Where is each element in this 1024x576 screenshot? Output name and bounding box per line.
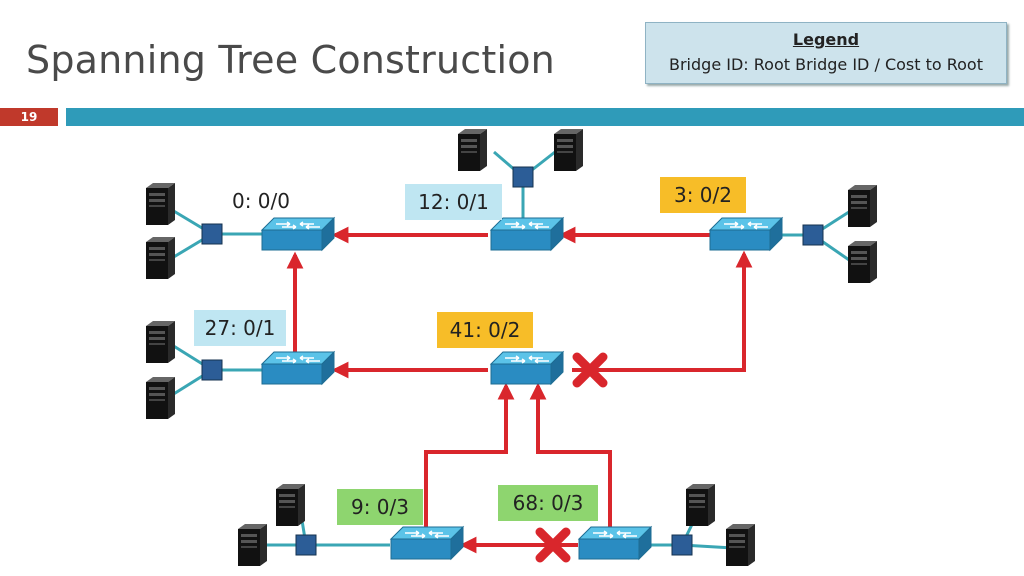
server-icon [146,237,175,279]
bridge-label-27: 27: 0/1 [194,310,286,346]
header-rule [66,108,1024,126]
link-68-to-41 [529,382,612,528]
legend-body: Bridge ID: Root Bridge ID / Cost to Root [669,55,983,74]
switch-icon [578,526,652,560]
server-icon [686,484,715,526]
bridge-label-12: 12: 0/1 [405,184,502,220]
bridge-label-68: 68: 0/3 [498,485,598,521]
legend-box: Legend Bridge ID: Root Bridge ID / Cost … [645,22,1007,84]
server-icon [146,321,175,363]
switch-icon [390,526,464,560]
link-41-to-3 [572,250,753,372]
slide-title: Spanning Tree Construction [26,38,555,82]
hub-icon [201,359,223,381]
switch-icon [261,351,335,385]
switch-icon [709,217,783,251]
hub-icon [295,534,317,556]
server-icon [726,524,755,566]
server-icon [146,183,175,225]
server-icon [276,484,305,526]
bridge-label-41: 41: 0/2 [437,312,533,348]
switch-icon [490,217,564,251]
server-icon [146,377,175,419]
switch-icon [490,351,564,385]
hub-icon [201,223,223,245]
server-icon [848,185,877,227]
switch-icon [261,217,335,251]
hub-icon [802,224,824,246]
hub-icon [671,534,693,556]
bridge-label-9: 9: 0/3 [337,489,423,525]
legend-heading: Legend [792,30,860,49]
link-9-to-41 [424,382,515,528]
server-icon [238,524,267,566]
server-icon [458,129,487,171]
slide-number: 19 [0,108,58,126]
hub-icon [512,166,534,188]
bridge-label-0: 0: 0/0 [231,189,290,213]
bridge-label-3: 3: 0/2 [660,177,746,213]
server-icon [848,241,877,283]
server-icon [554,129,583,171]
